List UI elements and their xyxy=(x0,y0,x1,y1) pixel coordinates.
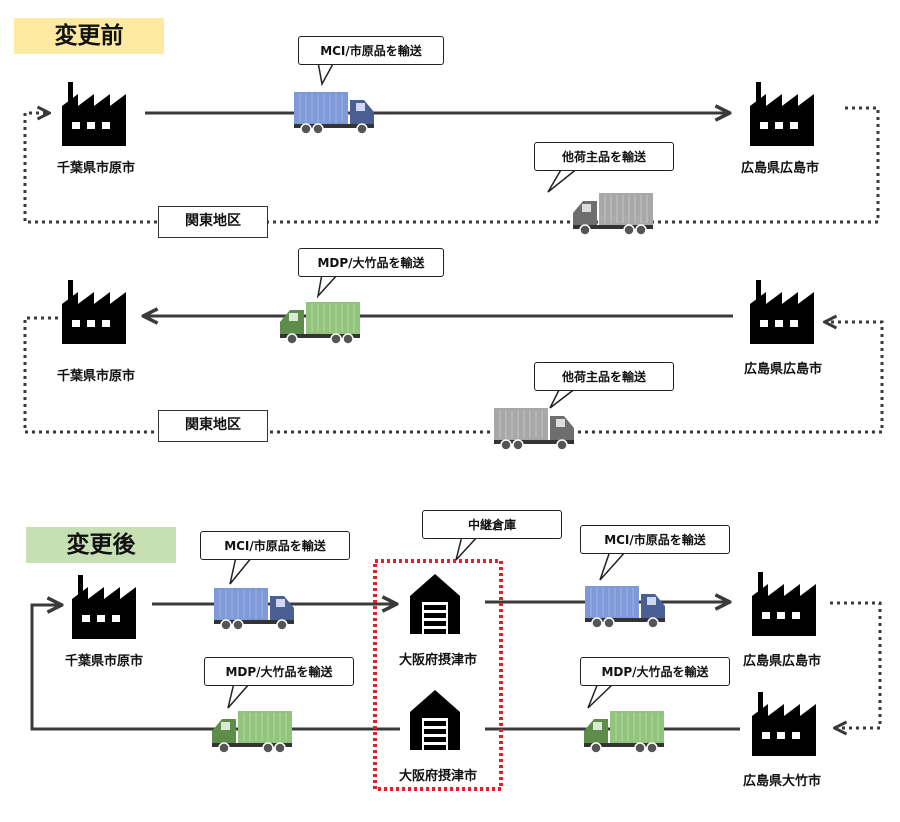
place-label: 千葉県市原市 xyxy=(64,654,144,669)
cargo-callout: MCI/市原品を輸送 xyxy=(200,531,350,560)
return-route-dotted xyxy=(830,601,882,728)
truck-icon xyxy=(583,710,665,754)
cargo-callout: MCI/市原品を輸送 xyxy=(580,525,730,554)
factory-icon xyxy=(752,572,816,636)
place-label: 広島県広島市 xyxy=(742,654,822,669)
place-label: 広島県大竹市 xyxy=(742,774,822,789)
relay-warehouse-box xyxy=(373,559,503,791)
place-label: 千葉県市原市 xyxy=(56,161,136,176)
truck-icon xyxy=(213,587,295,631)
relay-warehouse-callout: 中継倉庫 xyxy=(422,510,562,539)
cargo-callout: MDP/大竹品を輸送 xyxy=(298,248,444,277)
cargo-callout: 他荷主品を輸送 xyxy=(534,362,674,391)
warehouse-icon xyxy=(410,574,460,634)
factory-icon xyxy=(752,692,816,756)
cargo-callout: MCI/市原品を輸送 xyxy=(298,36,444,65)
place-label: 大阪府摂津市 xyxy=(398,769,478,784)
region-box: 関東地区 xyxy=(158,206,268,238)
return-route-dotted xyxy=(23,318,884,434)
after-label: 変更後 xyxy=(26,527,176,563)
place-label: 広島県広島市 xyxy=(740,161,820,176)
place-label: 大阪府摂津市 xyxy=(398,653,478,668)
place-label: 広島県広島市 xyxy=(743,362,823,377)
truck-icon xyxy=(493,407,575,451)
truck-icon xyxy=(572,192,654,236)
cargo-callout: MDP/大竹品を輸送 xyxy=(204,657,354,686)
place-label: 千葉県市原市 xyxy=(56,369,136,384)
truck-icon xyxy=(584,585,666,629)
truck-icon xyxy=(279,301,361,345)
region-box: 関東地区 xyxy=(158,410,268,442)
factory-icon xyxy=(750,280,814,344)
warehouse-icon xyxy=(410,690,460,750)
cargo-callout: 他荷主品を輸送 xyxy=(534,142,674,171)
cargo-callout: MDP/大竹品を輸送 xyxy=(580,657,730,686)
truck-icon xyxy=(211,710,293,754)
factory-icon xyxy=(750,82,814,146)
factory-icon xyxy=(62,82,126,146)
factory-icon xyxy=(62,280,126,344)
factory-icon xyxy=(72,575,136,639)
truck-icon xyxy=(293,91,375,135)
before-label: 変更前 xyxy=(14,18,164,54)
